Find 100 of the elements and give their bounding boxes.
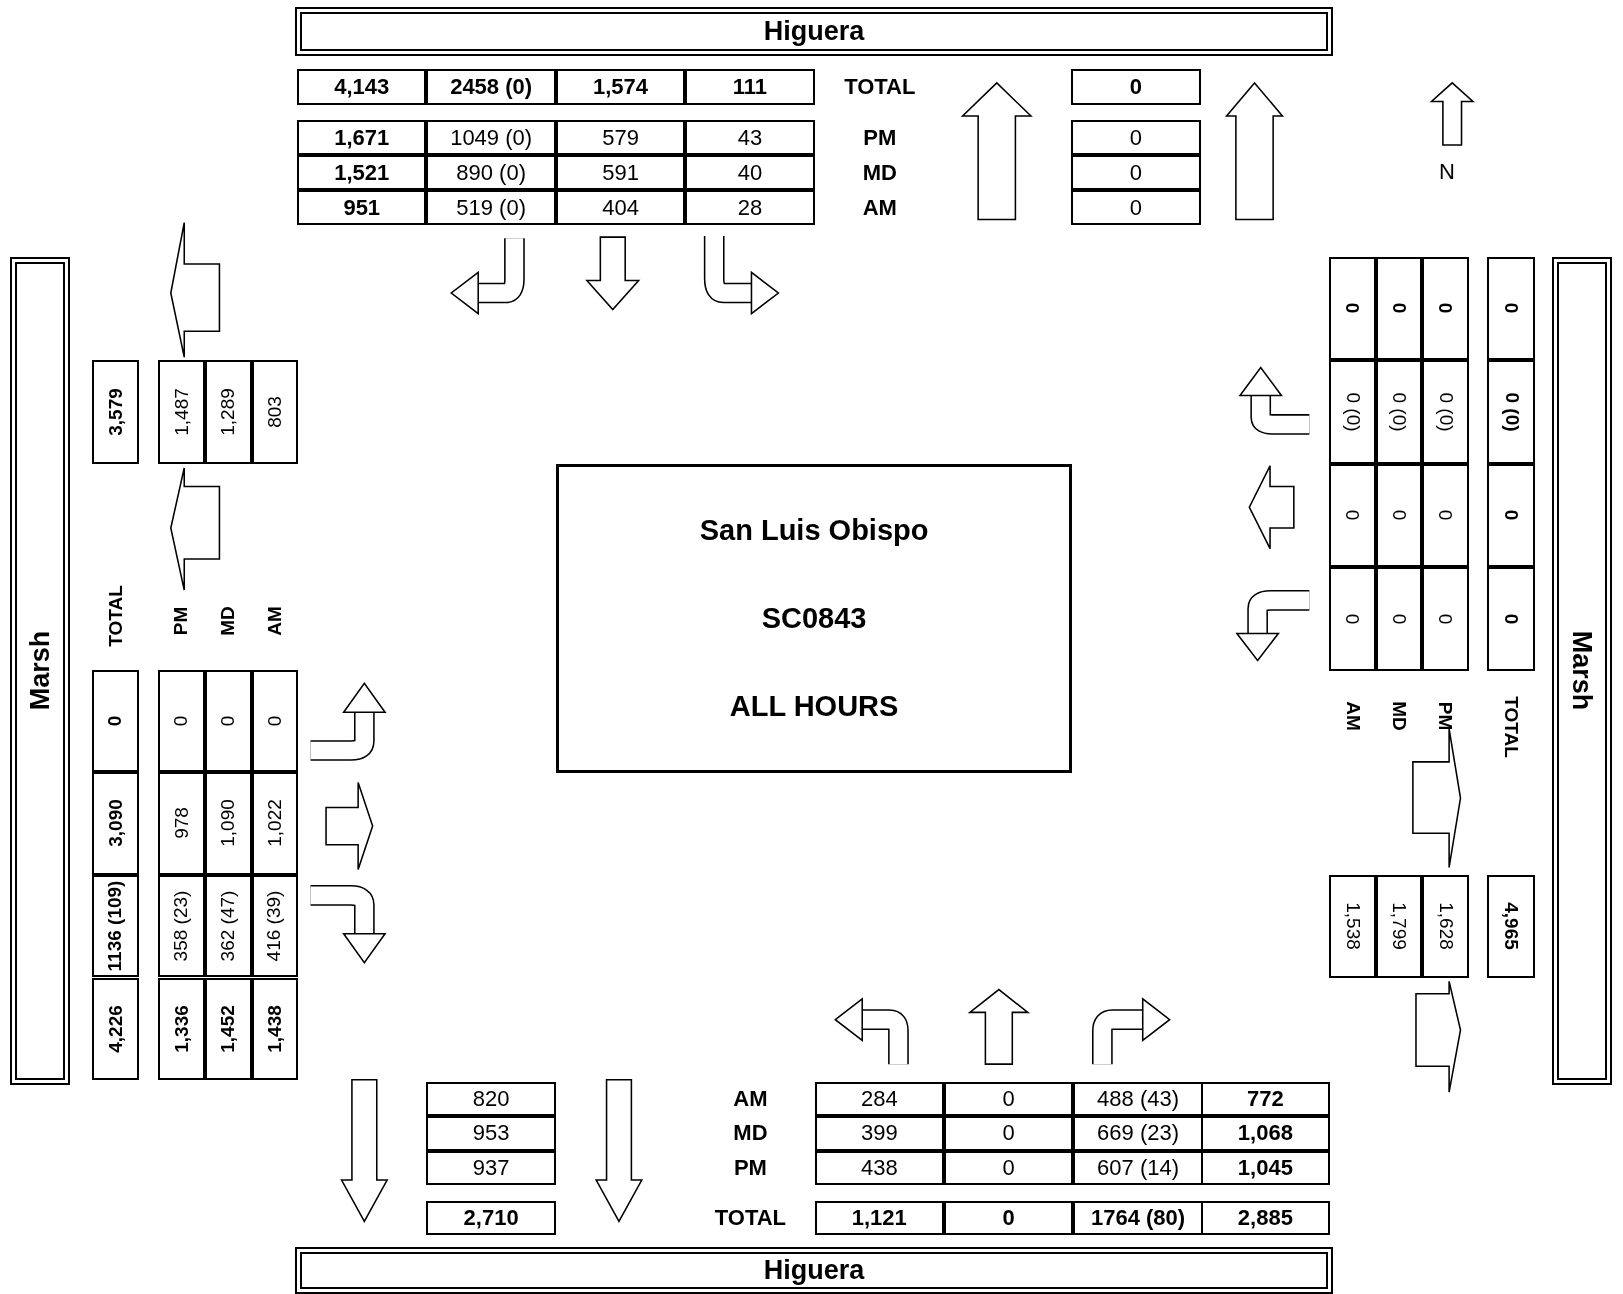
count-cell: 0 [944, 1081, 1074, 1116]
count-cell: 0 [1422, 567, 1469, 671]
count-cell: 1,121 [814, 1200, 944, 1235]
count-cell: 0 [92, 669, 139, 773]
count-cell: 0 [1375, 256, 1423, 361]
period-label: MD [732, 1119, 769, 1148]
count-cell: 978 [158, 772, 205, 875]
count-cell: 0 (0) [1329, 360, 1376, 464]
count-cell: 519 (0) [426, 190, 556, 225]
period-label: TOTAL [1500, 694, 1524, 760]
count-cell: 0 (0) [1422, 360, 1469, 464]
count-cell: 937 [426, 1151, 556, 1186]
count-cell: 4,226 [92, 978, 139, 1080]
count-cell: 0 [1071, 69, 1201, 105]
count-cell: 438 [814, 1151, 944, 1186]
street-name-band: Marsh [1551, 256, 1612, 1085]
title-text: San Luis Obispo [699, 514, 929, 548]
count-cell: 28 [685, 190, 815, 225]
title-text: SC0843 [761, 601, 867, 635]
count-cell: 0 [1329, 567, 1376, 671]
period-label: TOTAL [103, 584, 127, 649]
count-cell: 0 [1071, 155, 1201, 191]
period-label: AM [732, 1084, 769, 1113]
count-cell: 1,538 [1329, 874, 1376, 979]
count-cell: 772 [1200, 1081, 1331, 1116]
street-name-band: Higuera [295, 7, 1334, 56]
count-cell: 953 [426, 1115, 556, 1151]
count-cell: 416 (39) [251, 874, 299, 978]
count-cell: 1,090 [204, 772, 252, 875]
count-cell: 1,336 [158, 978, 205, 1080]
count-cell: 1,068 [1200, 1115, 1331, 1151]
count-cell: 0 [251, 669, 299, 773]
count-cell: 0 [944, 1200, 1074, 1235]
count-cell: 0 [1487, 256, 1535, 361]
count-cell: 607 (14) [1073, 1151, 1203, 1186]
count-cell: 4,143 [297, 69, 427, 105]
count-cell: 1,452 [204, 978, 252, 1080]
count-cell: 0 [1487, 463, 1535, 568]
count-cell: 1,022 [251, 772, 299, 875]
count-cell: 43 [685, 120, 815, 156]
count-cell: 1,574 [555, 69, 686, 105]
count-cell: 0 [1422, 256, 1469, 361]
count-cell: 358 (23) [158, 874, 205, 978]
count-cell: 488 (43) [1073, 1081, 1203, 1116]
count-cell: 0 [1329, 463, 1376, 568]
count-cell: 1,487 [158, 360, 205, 464]
period-label: PM [732, 1154, 768, 1183]
count-cell: 1764 (80) [1073, 1200, 1203, 1235]
count-cell: 669 (23) [1073, 1115, 1203, 1151]
count-cell: 1,671 [297, 120, 427, 156]
count-cell: 3,579 [92, 360, 139, 464]
title-box [555, 463, 1073, 774]
count-cell: 820 [426, 1081, 556, 1116]
count-cell: 0 [1487, 567, 1535, 671]
count-cell: 0 (0) [1375, 360, 1423, 464]
count-cell: 951 [297, 190, 427, 225]
period-label: MD [1387, 700, 1411, 734]
count-cell: 0 [1375, 567, 1423, 671]
count-cell: 0 [1375, 463, 1423, 568]
count-cell: 1,628 [1422, 874, 1469, 979]
title-text: ALL HOURS [729, 689, 899, 723]
count-cell: 399 [814, 1115, 944, 1151]
count-cell: 0 (0) [1487, 360, 1535, 464]
count-cell: 1,045 [1200, 1151, 1331, 1186]
period-label: MD [861, 158, 898, 187]
count-cell: 1,289 [204, 360, 252, 464]
count-cell: 362 (47) [204, 874, 252, 978]
count-cell: 284 [814, 1081, 944, 1116]
count-cell: 1049 (0) [426, 120, 556, 156]
count-cell: 2458 (0) [426, 69, 556, 105]
period-label: AM [861, 193, 898, 222]
period-label: N [1438, 157, 1456, 186]
count-cell: 2,710 [426, 1200, 556, 1235]
count-cell: 1,799 [1375, 874, 1423, 979]
count-cell: 890 (0) [426, 155, 556, 191]
count-cell: 0 [944, 1151, 1074, 1186]
count-cell: 404 [555, 190, 686, 225]
count-cell: 579 [555, 120, 686, 156]
period-label: AM [262, 605, 286, 638]
period-label: TOTAL [843, 72, 917, 101]
count-cell: 0 [1071, 120, 1201, 156]
street-name-band: Higuera [295, 1247, 1334, 1294]
count-cell: 40 [685, 155, 815, 191]
count-cell: 1136 (109) [92, 874, 139, 978]
count-cell: 3,090 [92, 772, 139, 875]
count-cell: 1,521 [297, 155, 427, 191]
count-cell: 591 [555, 155, 686, 191]
period-label: AM [1341, 700, 1365, 734]
count-cell: 0 [1422, 463, 1469, 568]
count-cell: 111 [685, 69, 815, 105]
period-label: TOTAL [713, 1203, 788, 1232]
count-cell: 803 [251, 360, 299, 464]
count-cell: 4,965 [1487, 874, 1535, 979]
period-label: PM [862, 123, 898, 152]
count-cell: 2,885 [1200, 1200, 1331, 1235]
count-cell: 0 [1071, 190, 1201, 225]
period-label: PM [169, 605, 193, 638]
period-label: PM [1434, 701, 1458, 733]
count-cell: 0 [1329, 256, 1376, 361]
count-cell: 0 [204, 669, 252, 773]
